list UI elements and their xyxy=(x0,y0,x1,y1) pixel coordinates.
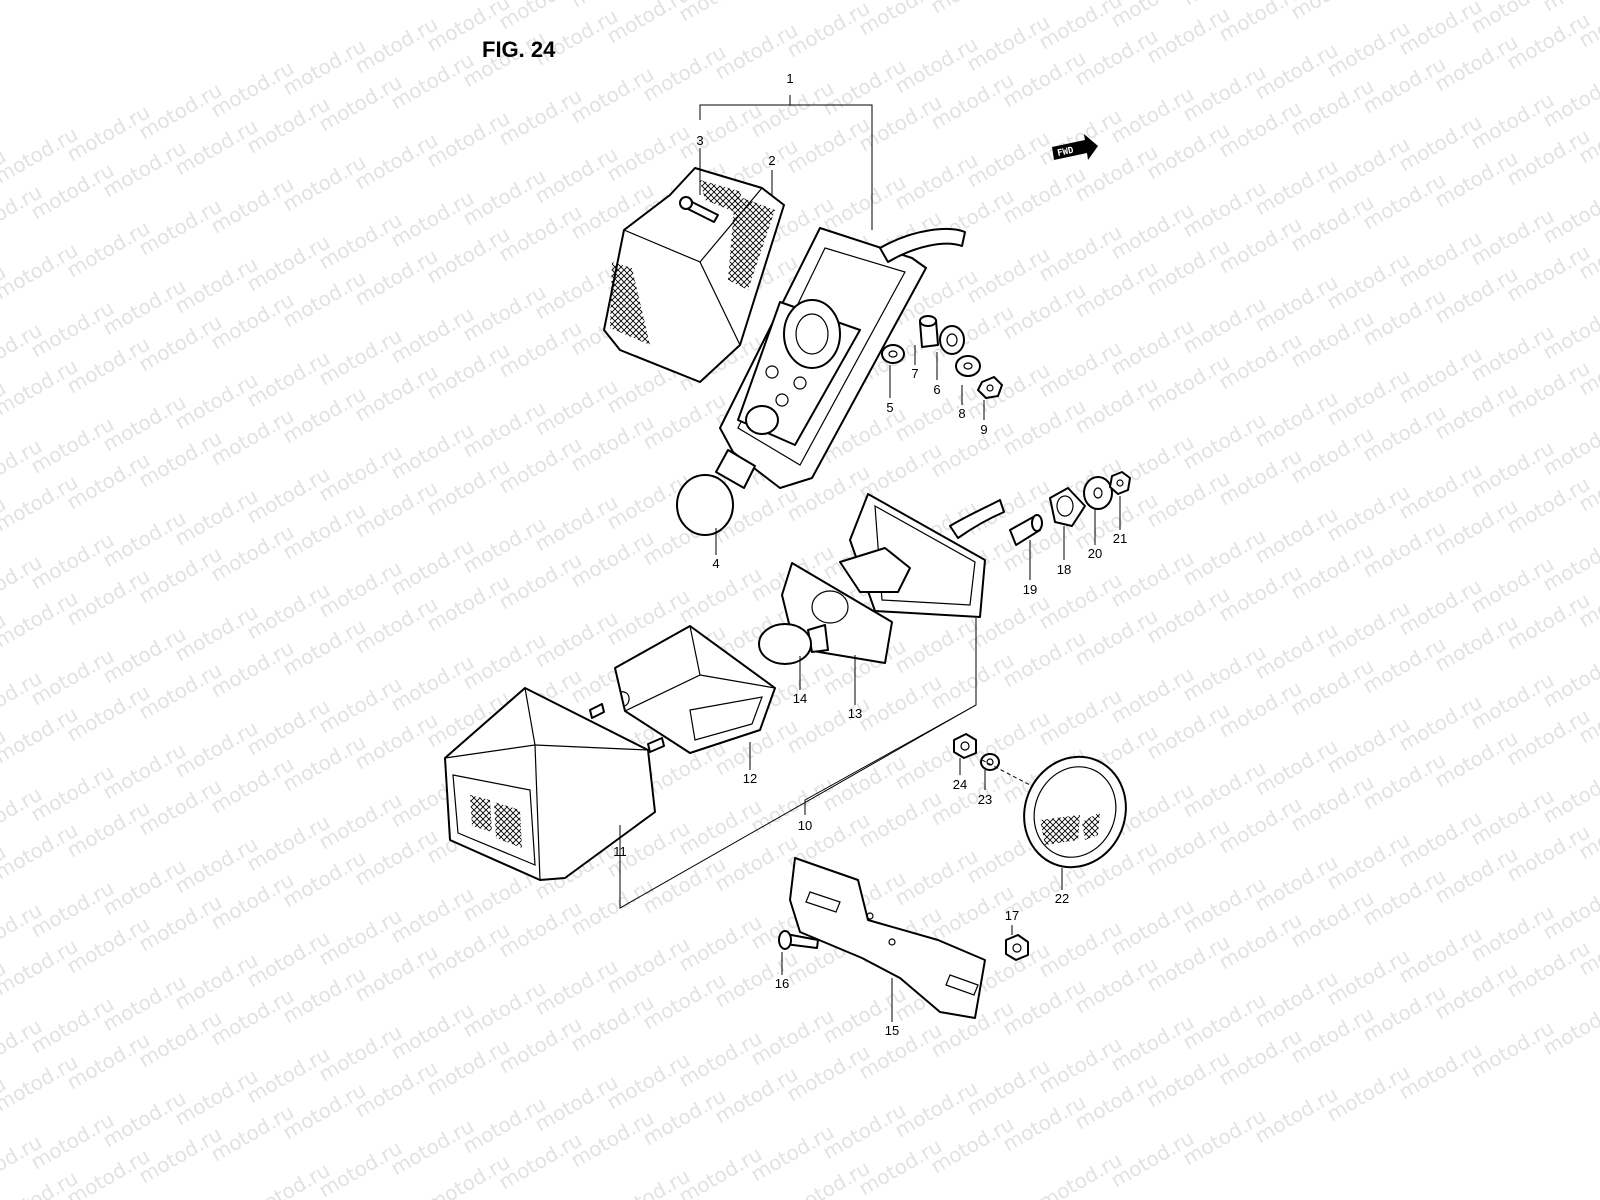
rear-lamp-lens-11 xyxy=(444,687,665,881)
bulb-14 xyxy=(758,623,829,665)
callout-11: 11 xyxy=(613,844,627,859)
callout-19: 19 xyxy=(1023,582,1037,597)
callout-10: 10 xyxy=(798,818,812,833)
nut-17 xyxy=(1005,934,1029,961)
callout-7: 7 xyxy=(911,366,918,381)
washer-5 xyxy=(881,344,905,364)
watermark-text: motod.ru xyxy=(1287,0,1378,24)
callout-1: 1 xyxy=(786,71,793,86)
callout-6: 6 xyxy=(933,382,940,397)
callout-3: 3 xyxy=(696,133,703,148)
callout-20: 20 xyxy=(1088,546,1102,561)
nut-21 xyxy=(1109,471,1131,495)
callout-16: 16 xyxy=(775,976,789,991)
callout-13: 13 xyxy=(848,706,862,721)
round-reflector-22 xyxy=(1023,755,1127,869)
callout-18: 18 xyxy=(1057,562,1071,577)
watermark-text: motod.ru xyxy=(1359,0,1450,2)
callout-8: 8 xyxy=(958,406,965,421)
callout-2: 2 xyxy=(768,153,775,168)
tail-lamp-lens xyxy=(603,167,785,383)
tail-lamp-bulb xyxy=(676,449,756,536)
callout-5: 5 xyxy=(886,400,893,415)
washer-8 xyxy=(955,355,981,377)
callout-numbers: 1 2 3 4 5 6 7 8 9 10 11 12 13 14 15 16 1… xyxy=(613,71,1127,1038)
callout-21: 21 xyxy=(1113,531,1127,546)
callout-9: 9 xyxy=(980,422,987,437)
callout-12: 12 xyxy=(743,771,757,786)
watermark-text: motod.ru xyxy=(927,0,1018,18)
leader-lines xyxy=(619,95,1121,1022)
washer-23 xyxy=(980,753,1000,771)
callout-17: 17 xyxy=(1005,908,1019,923)
callout-4: 4 xyxy=(712,556,719,571)
callout-24: 24 xyxy=(953,777,967,792)
nut-9 xyxy=(977,376,1003,399)
washer-20 xyxy=(1083,476,1113,510)
watermark-text: motod.ru xyxy=(747,0,838,4)
bolt-7 xyxy=(919,315,939,348)
grommet-6 xyxy=(939,325,965,355)
callout-23: 23 xyxy=(978,792,992,807)
watermark-text: motod.ru xyxy=(675,0,766,26)
tail-lamp-housing xyxy=(719,227,966,489)
nut-24 xyxy=(953,733,977,759)
callout-22: 22 xyxy=(1055,891,1069,906)
callout-14: 14 xyxy=(793,691,807,706)
fwd-label: FWD xyxy=(1057,146,1076,159)
bolt-16 xyxy=(778,930,819,950)
figure-title: FIG. 24 xyxy=(482,37,556,62)
collar-19 xyxy=(1009,514,1043,546)
grommet-18 xyxy=(1049,487,1086,527)
license-bracket-15 xyxy=(789,857,986,1019)
lens-screw xyxy=(679,196,719,223)
reflector-cover-12 xyxy=(614,625,776,754)
forward-direction-arrow-icon: FWD xyxy=(1052,134,1098,160)
callout-15: 15 xyxy=(885,1023,899,1038)
